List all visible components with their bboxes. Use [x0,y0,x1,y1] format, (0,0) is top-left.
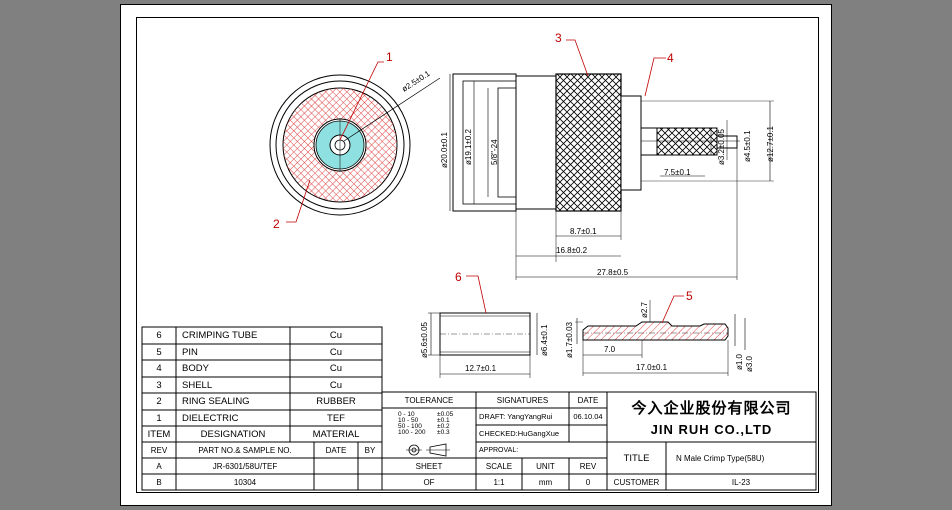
rev-value: B [156,477,162,487]
balloon-1: 1 [339,50,393,141]
part-material: TEF [327,412,345,424]
company-name-cn: 今入企业股份有限公司 [631,398,792,417]
sheet-header: SHEET [415,461,443,471]
dim-pin-tip: ø1.7±0.03 [565,321,574,358]
part-designation: PIN [182,346,198,358]
tolerance-header: TOLERANCE [404,395,454,405]
drawing-frame [136,17,819,493]
date-header: DATE [325,445,347,455]
svg-text:10 - 50: 10 - 50 [398,417,419,424]
svg-text:5: 5 [686,289,693,303]
part-item: 3 [156,379,162,391]
part-designation: DIELECTRIC [182,412,239,424]
dim-total-length: 27.8±0.5 [597,268,629,277]
dim-shell-diameter: ø19.1±0.2 [464,128,473,165]
sig-date-header: DATE [577,395,599,405]
dim-pin-diameter: ø3.2±0.05 [717,128,726,165]
balloon-2: 2 [273,179,311,231]
signatures-header: SIGNATURES [496,395,549,405]
svg-text:±0.1: ±0.1 [437,417,450,424]
title-block-grid [141,326,817,491]
svg-text:±0.2: ±0.2 [437,423,450,430]
dim-pin-collar: ø2.7 [640,301,649,318]
draft-signature: DRAFT: YangYangRui [479,412,553,421]
svg-text:4: 4 [667,51,674,65]
title-label: TITLE [623,452,650,464]
title-value: N Male Crimp Type(58U) [676,453,765,463]
company-name-en: JIN RUH CO.,LTD [650,421,773,437]
scale-value: 1:1 [493,477,505,487]
balloon-6: 6 [455,270,487,314]
designation-header: DESIGNATION [200,428,266,440]
rev2-header: REV [579,461,597,471]
item-header: ITEM [147,428,171,440]
approval-label: APPROVAL: [479,446,519,454]
part-no-value: 10304 [233,477,257,487]
dim-body-diameter: ø12.7±0.1 [766,125,775,162]
projection-symbol-icon [406,443,450,457]
dim-outer-diameter: ø20.0±0.1 [440,131,449,168]
dim-body-length: 16.8±0.2 [556,246,588,255]
side-view: ø20.0±0.1 ø19.1±0.2 5/8"-24 8.7±0.1 16.8… [440,73,775,280]
rev-header: REV [150,445,168,455]
svg-text:100 - 200: 100 - 200 [398,429,426,436]
part-designation: RING SEALING [182,396,250,407]
part-no-value: JR-6301/58U/TEF [212,461,278,471]
unit-header: UNIT [536,461,555,471]
part-material: RUBBER [316,396,356,407]
rev-value-2: 0 [585,477,591,487]
dim-tube-length: 12.7±0.1 [465,364,497,373]
part-no-header: PART NO.& SAMPLE NO. [198,445,292,455]
dim-thread: 5/8"-24 [490,139,499,165]
balloon-3: 3 [555,31,589,77]
customer-label: CUSTOMER [613,477,660,487]
crimping-tube-view: ø5.6±0.05 ø6.4±0.1 12.7±0.1 [420,312,549,378]
svg-text:6: 6 [455,270,462,284]
sig-date-value: 06.10.04 [573,412,603,421]
part-item: 5 [156,346,162,358]
svg-text:50 - 100: 50 - 100 [398,423,422,430]
part-material: Cu [329,379,343,391]
dim-pin-end-diameter: ø3.0 [745,355,754,372]
pin-view: ø1.7±0.03 ø2.7 7.0 17.0±0.1 ø1.0 [565,300,746,376]
dim-shell-length: 8.7±0.1 [570,227,597,236]
part-designation: CRIMPING TUBE [182,330,258,341]
dim-front-diameter: ø2.5±0.1 [400,69,432,94]
unit-value: mm [538,477,553,487]
dim-pin-seg: 7.0 [604,345,616,354]
scale-header: SCALE [485,461,513,471]
sheet-value: OF [423,477,435,487]
svg-text:±0.05: ±0.05 [437,411,454,418]
part-material: Cu [329,363,343,374]
front-view: ø2.5±0.1 [269,69,441,216]
svg-text:0 - 10: 0 - 10 [398,411,415,418]
part-designation: BODY [182,363,209,374]
part-item: 6 [156,330,162,341]
material-header: MATERIAL [312,428,360,440]
checked-signature: CHECKED:HuGangXue [479,429,560,438]
part-item: 1 [156,412,162,424]
svg-text:3: 3 [555,31,562,45]
dim-pin-length: 17.0±0.1 [636,363,668,372]
part-item: 4 [156,363,162,374]
dim-crimp-length: 7.5±0.1 [664,168,691,177]
tolerance-table: 0 - 10 10 - 50 50 - 100 100 - 200 ±0.05 … [398,411,454,436]
customer-value: IL-23 [731,477,751,487]
rev-value: A [156,461,162,471]
part-material: Cu [329,346,343,358]
svg-text:±0.3: ±0.3 [437,429,450,436]
part-item: 2 [156,396,162,407]
balloon-5: 5 [661,289,693,324]
dim-tube-outer: ø6.4±0.1 [540,324,549,356]
part-material: Cu [329,330,343,341]
dim-tube-diameter: ø4.5±0.1 [743,130,752,162]
by-header: BY [364,445,376,455]
balloon-4: 4 [644,51,674,97]
svg-text:2: 2 [273,217,280,231]
dim-tube-inner: ø5.6±0.05 [420,321,429,358]
part-designation: SHELL [182,379,213,391]
svg-text:1: 1 [386,50,393,64]
dim-pin-small: ø1.0 [735,353,744,370]
